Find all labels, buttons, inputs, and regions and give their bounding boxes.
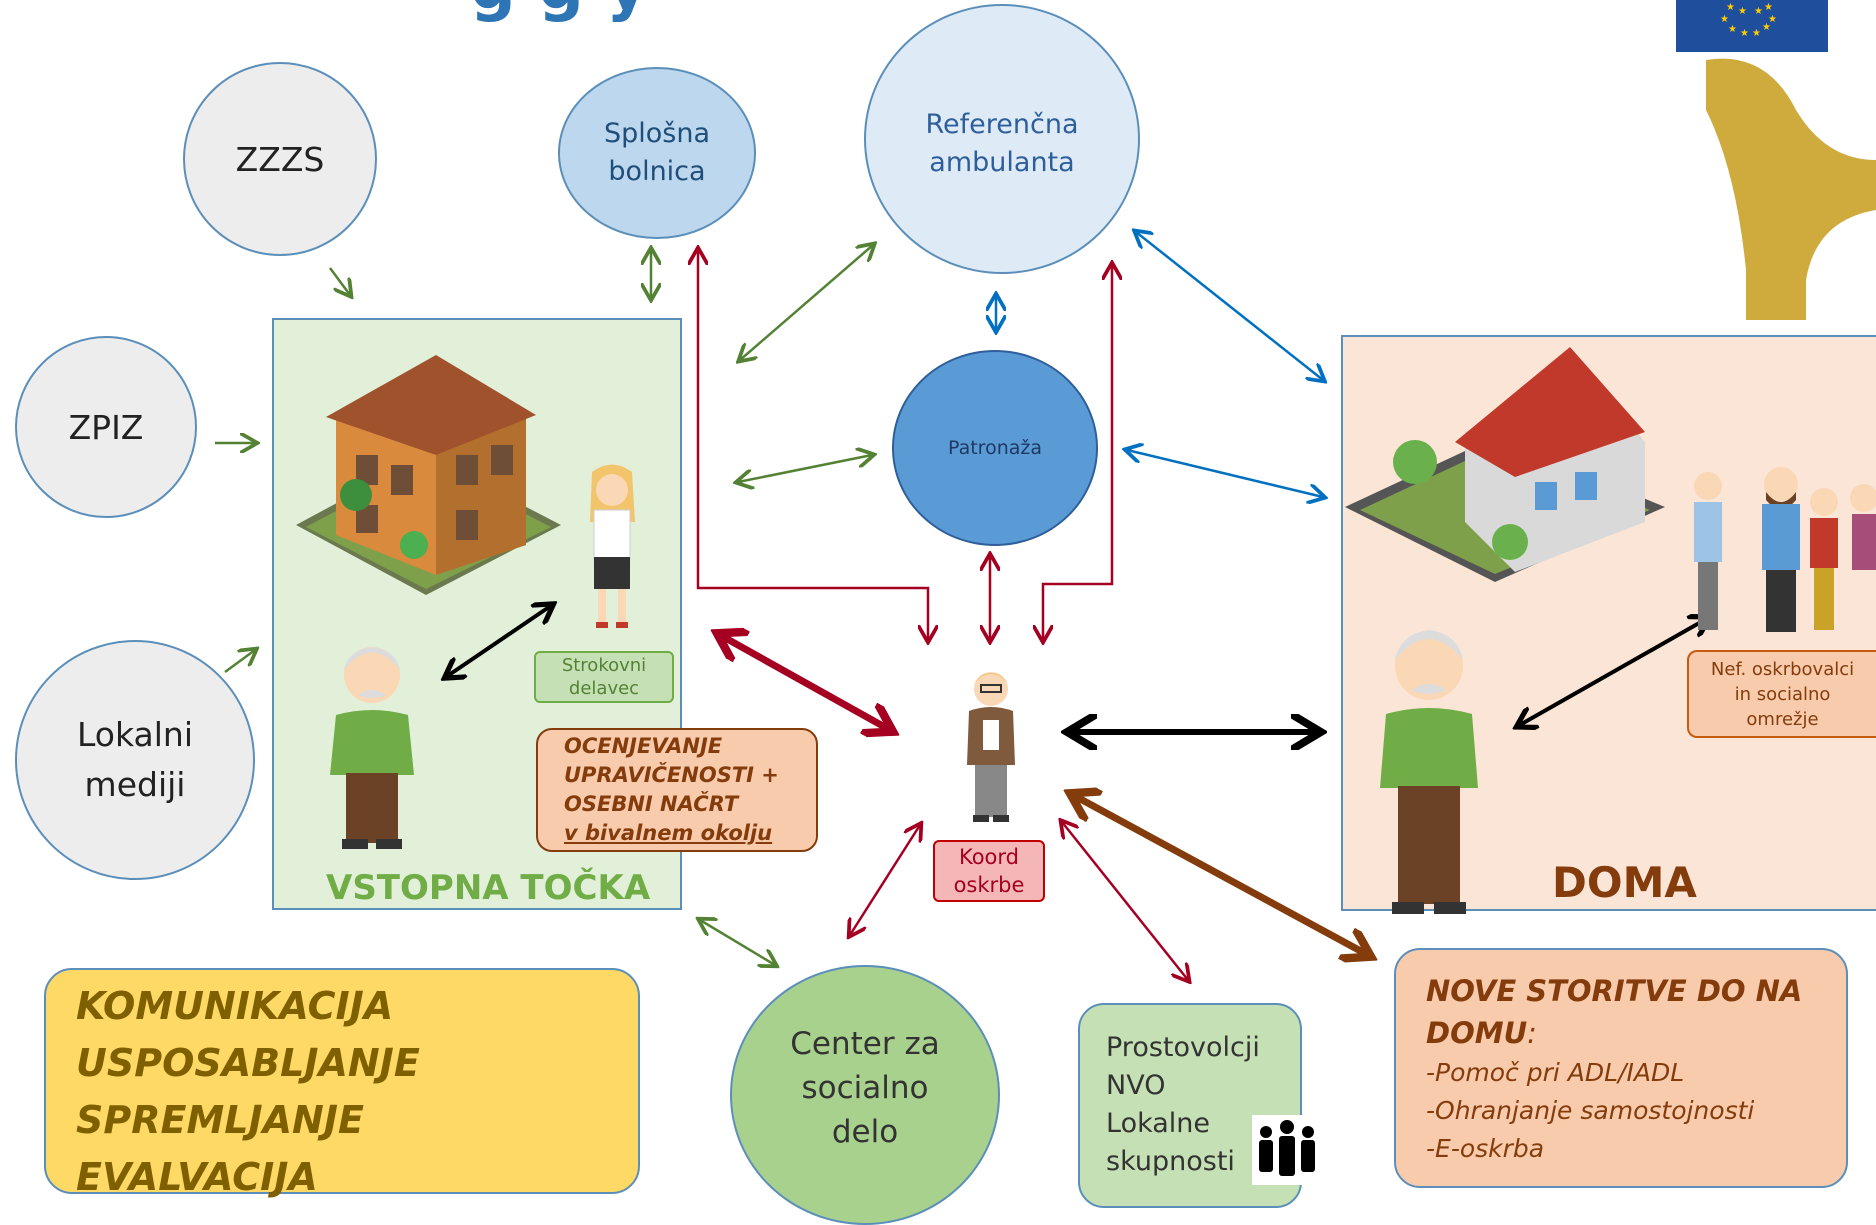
komunikacija-line-2: USPOSABLJANJE	[76, 1041, 420, 1085]
svg-text:★: ★	[1754, 6, 1763, 17]
elderly-man-illustration	[322, 635, 422, 853]
home-house-illustration	[1345, 342, 1665, 592]
prostovolci-line-4: skupnosti	[1106, 1146, 1235, 1177]
vstopna-tocka-label: VSTOPNA TOČKA	[326, 868, 651, 908]
entry-house-illustration	[296, 345, 561, 595]
node-center-socialno-delo-label: Center za socialno delo	[790, 1026, 940, 1150]
nove-storitve-item-3: -E-oskrba	[1426, 1134, 1545, 1163]
node-zpiz: ZPIZ	[15, 336, 197, 518]
nove-storitve-item-1: -Pomoč pri ADL/IADL	[1426, 1058, 1685, 1087]
komunikacija-line-3: SPREMLJANJE	[76, 1098, 364, 1142]
page-title: g g y	[470, 0, 648, 24]
project-logo	[1706, 50, 1876, 321]
komunikacija-box: KOMUNIKACIJA USPOSABLJANJE SPREMLJANJE E…	[44, 968, 640, 1199]
nove-storitve-heading-2: DOMU	[1426, 1016, 1528, 1050]
node-lokalni-mediji: Lokalni mediji	[15, 640, 255, 880]
elderly-man-home-illustration	[1374, 618, 1484, 918]
assessment-line-1: OCENJEVANJE	[564, 734, 723, 758]
care-coordinator-illustration	[955, 665, 1027, 825]
svg-text:★: ★	[1752, 28, 1761, 39]
assessment-line-2: UPRAVIČENOSTI +	[564, 763, 779, 787]
nove-storitve-heading-1: NOVE STORITVE DO NA	[1426, 974, 1803, 1008]
node-splosna-bolnica: Splošna bolnica	[558, 67, 756, 239]
koord-oskrbe-label: Koord oskrbe	[953, 845, 1025, 897]
node-patronaza: Patronaža	[892, 350, 1098, 546]
strokovni-delavec-label-box: Strokovni delavec	[534, 651, 674, 703]
assessment-box: OCENJEVANJE UPRAVIČENOSTI + OSEBNI NAČRT…	[536, 728, 818, 852]
koord-oskrbe-label-box: Koord oskrbe	[933, 840, 1045, 902]
svg-text:★: ★	[1764, 2, 1773, 13]
doma-label: DOMA	[1552, 858, 1697, 907]
prostovolci-line-1: Prostovolcji	[1106, 1032, 1260, 1063]
node-splosna-bolnica-label: Splošna bolnica	[603, 118, 711, 187]
svg-text:★: ★	[1726, 2, 1735, 13]
nef-oskrbovalci-label: Nef. oskrbovalci in socialno omrežje	[1710, 658, 1855, 730]
svg-text:★: ★	[1762, 22, 1771, 33]
prostovolci-line-2: NVO	[1106, 1070, 1166, 1101]
assessment-line-4: v bivalnem okolju	[564, 821, 773, 845]
node-lokalni-mediji-label: Lokalni mediji	[77, 715, 193, 804]
svg-text:★: ★	[1740, 28, 1749, 39]
nef-oskrbovalci-label-box: Nef. oskrbovalci in socialno omrežje	[1687, 650, 1876, 738]
node-zpiz-label: ZPIZ	[68, 407, 144, 447]
eu-flag-logo: ★★★★ ★★★★ ★★	[1676, 0, 1828, 52]
node-center-socialno-delo: Center za socialno delo	[730, 965, 1000, 1225]
strokovni-delavec-label: Strokovni delavec	[561, 655, 647, 699]
nove-storitve-box: NOVE STORITVE DO NA DOMU: -Pomoč pri ADL…	[1394, 948, 1848, 1188]
svg-text:★: ★	[1728, 24, 1737, 35]
komunikacija-line-4: EVALVACIJA	[76, 1155, 318, 1199]
people-group-icon	[1252, 1115, 1322, 1185]
node-referencna-ambulanta: Referenčna ambulanta	[864, 4, 1140, 274]
node-zzzs-label: ZZZS	[235, 139, 325, 179]
family-group-illustration	[1686, 462, 1876, 642]
node-prostovolci: Prostovolcji NVO Lokalne skupnosti	[1078, 1003, 1302, 1208]
svg-text:★: ★	[1720, 14, 1729, 25]
svg-text:★: ★	[1738, 6, 1747, 17]
svg-text:★: ★	[1768, 14, 1777, 25]
komunikacija-line-1: KOMUNIKACIJA	[76, 984, 394, 1028]
nove-storitve-item-2: -Ohranjanje samostojnosti	[1426, 1096, 1755, 1125]
assessment-line-3: OSEBNI NAČRT	[564, 792, 739, 816]
prostovolci-line-3: Lokalne	[1106, 1108, 1211, 1139]
node-patronaza-label: Patronaža	[947, 437, 1043, 459]
node-referencna-ambulanta-label: Referenčna ambulanta	[925, 109, 1079, 178]
nove-storitve-heading-colon: :	[1527, 1016, 1537, 1050]
professional-worker-illustration	[580, 462, 645, 632]
node-zzzs: ZZZS	[183, 62, 377, 256]
